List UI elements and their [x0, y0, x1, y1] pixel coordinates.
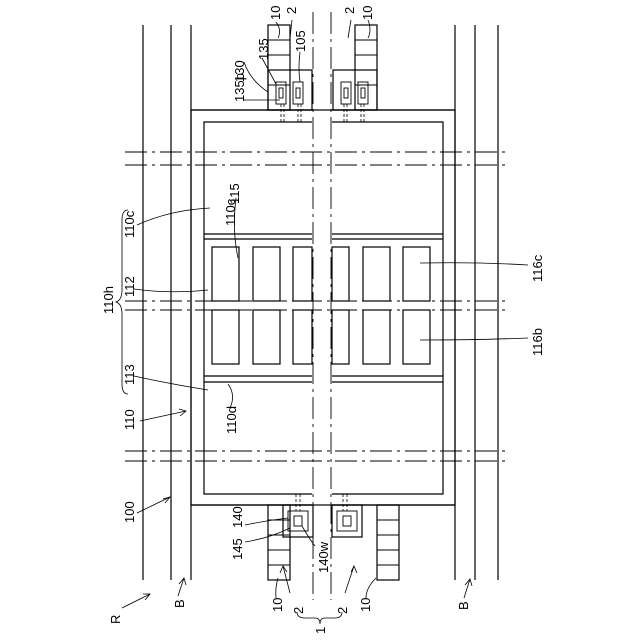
label-R: R [108, 615, 123, 624]
label-10-top-right: 10 [360, 6, 375, 20]
label-135p: 135p [232, 73, 247, 102]
right-rail-lines [455, 25, 498, 580]
label-105: 105 [293, 30, 308, 52]
label-100: 100 [122, 501, 137, 523]
top-platform [191, 25, 455, 122]
label-110c-side: 110c [122, 210, 137, 238]
label-B-left: B [172, 599, 187, 608]
label-140w: 140w [316, 541, 331, 573]
label-10-bottom-right: 10 [358, 598, 373, 612]
label-2-top-left: 2 [284, 7, 299, 14]
label-110: 110 [122, 409, 137, 430]
label-110d: 110d [224, 406, 239, 434]
label-2-top-right: 2 [342, 7, 357, 14]
left-rail-lines [143, 25, 191, 580]
label-B-right: B [456, 601, 471, 610]
label-145: 145 [230, 538, 245, 560]
label-113: 113 [122, 364, 137, 385]
center-lines [125, 12, 510, 600]
label-112: 112 [122, 276, 137, 297]
label-140: 140 [230, 506, 245, 528]
label-110h: 110h [101, 286, 116, 314]
label-135: 135 [256, 38, 271, 60]
label-2-bottom-right: 2 [335, 607, 350, 614]
label-10-bottom-left: 10 [270, 598, 285, 612]
seat-area [204, 234, 443, 382]
reference-labels: 10 2 2 10 105 135 130 135p 110c 115 110c… [101, 6, 545, 634]
label-116b: 116b [530, 328, 545, 356]
label-2-bottom-left: 2 [291, 607, 306, 614]
label-1: 1 [313, 627, 328, 634]
label-115: 115 [227, 183, 242, 204]
label-116c: 116c [530, 254, 545, 282]
vehicle-body [191, 110, 455, 505]
label-10-top-left: 10 [268, 6, 283, 20]
